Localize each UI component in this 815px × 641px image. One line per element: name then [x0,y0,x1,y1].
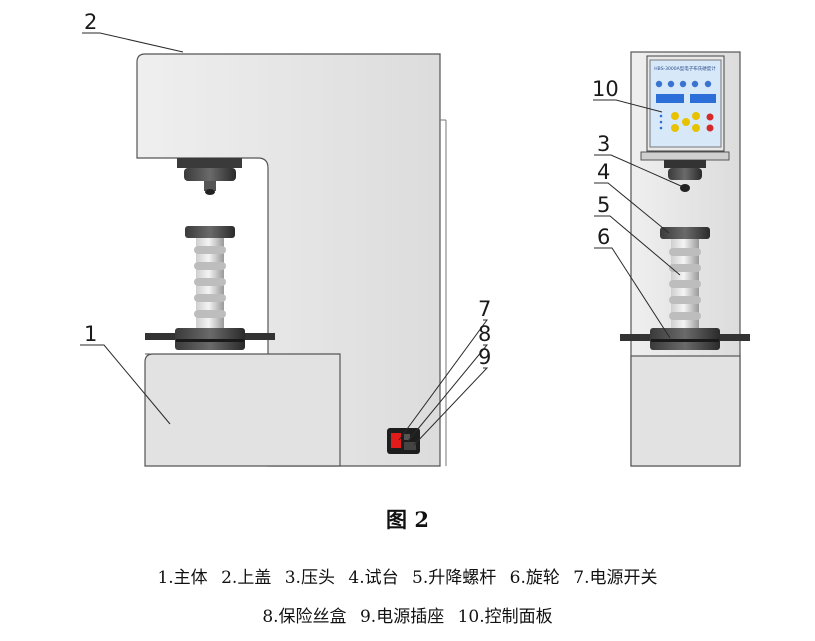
callout-8: 8 [478,322,491,346]
indenter [205,189,215,195]
callout-2: 2 [84,10,97,34]
legend-item: 2.上盖 [221,568,272,588]
callout-4: 4 [597,160,610,184]
callout-5: 5 [597,193,610,217]
legend-item: 8.保险丝盒 [262,607,347,627]
legend-item: 6.旋轮 [509,568,560,588]
lifting-screw [194,238,226,330]
legend-item: 1.主体 [157,568,208,588]
callout-9: 9 [478,345,491,369]
power-socket [404,442,416,450]
indenter-holder [177,158,242,168]
callout-10: 10 [592,77,619,101]
legend-item: 5.升降螺杆 [412,568,497,588]
legend-line-1: 1.主体 2.上盖 3.压头 4.试台 5.升降螺杆 6.旋轮 7.电源开关 [0,563,815,588]
control-panel: HBS-3000A型电子布氏硬度计 [646,55,725,152]
hand-wheel [145,328,275,350]
panel-title: HBS-3000A型电子布氏硬度计 [654,65,716,72]
display-screen [656,94,684,103]
legend-item: 9.电源插座 [359,607,445,627]
leader-lines [80,32,682,446]
legend-line-2: 8.保险丝盒 9.电源插座 10.控制面板 [0,602,815,627]
hardness-tester-diagram: HBS-3000A型电子布氏硬度计 [80,10,750,467]
figure-title: 图 2 [386,507,429,532]
callout-1: 1 [84,322,97,346]
test-table [185,226,235,238]
callout-7: 7 [478,297,491,321]
legend-item: 7.电源开关 [573,568,658,588]
front-view [136,53,447,467]
side-view: HBS-3000A型电子布氏硬度计 [620,51,750,467]
power-unit [387,428,420,454]
main-body [144,353,341,467]
power-switch [391,433,401,448]
legend-item: 10.控制面板 [457,607,553,627]
legend-item: 3.压头 [284,568,335,588]
callout-6: 6 [597,225,610,249]
fuse-box [404,434,410,440]
callout-3: 3 [597,132,610,156]
legend-item: 4.试台 [348,568,399,588]
